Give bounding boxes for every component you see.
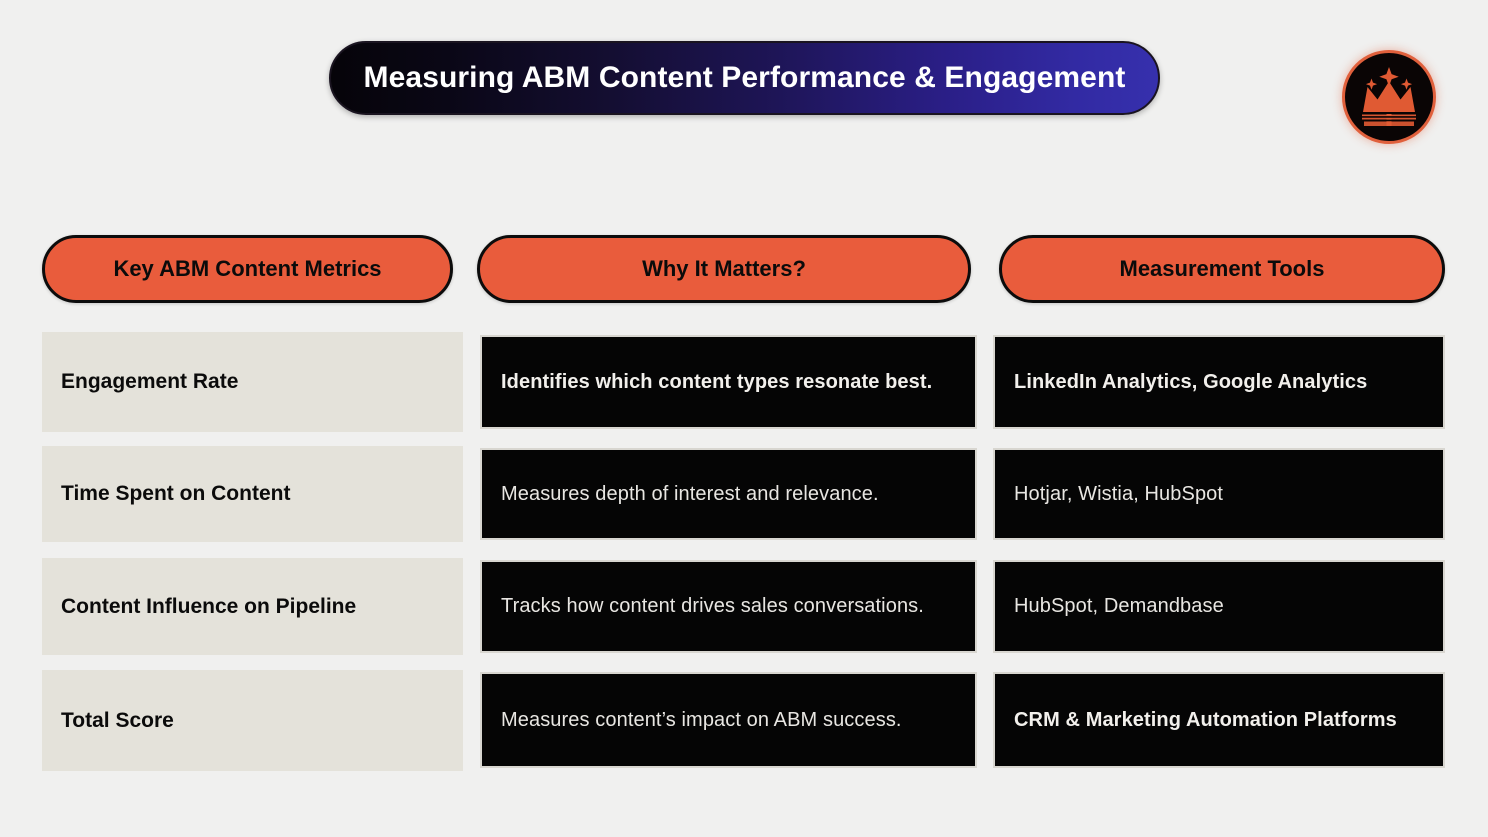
table-row-metric-cell: Total Score: [42, 670, 463, 771]
table-row-tools-cell: Hotjar, Wistia, HubSpot: [993, 448, 1445, 540]
column-header-why-it-matters: Why It Matters?: [477, 235, 971, 303]
table-row-why-cell: Identifies which content types resonate …: [480, 335, 977, 429]
tools-label: LinkedIn Analytics, Google Analytics: [1014, 370, 1368, 393]
page-title: Measuring ABM Content Performance & Enga…: [363, 61, 1126, 94]
why-label: Identifies which content types resonate …: [501, 370, 933, 393]
why-label: Tracks how content drives sales conversa…: [501, 595, 924, 617]
header: Measuring ABM Content Performance & Enga…: [0, 0, 1488, 185]
crown-logo-icon: [1342, 50, 1436, 144]
table-row-tools-cell: HubSpot, Demandbase: [993, 560, 1445, 653]
metric-label: Time Spent on Content: [61, 482, 291, 505]
column-header-key-abm-content-metrics: Key ABM Content Metrics: [42, 235, 453, 303]
metric-label: Total Score: [61, 708, 174, 732]
table-row-tools-cell: LinkedIn Analytics, Google Analytics: [993, 335, 1445, 429]
column-header-label: Key ABM Content Metrics: [113, 256, 382, 281]
metric-label: Content Influence on Pipeline: [61, 594, 357, 618]
table-row-metric-cell: Engagement Rate: [42, 332, 463, 432]
table-row-why-cell: Measures depth of interest and relevance…: [480, 448, 977, 540]
table-row-metric-cell: Content Influence on Pipeline: [42, 558, 463, 655]
table-row-metric-cell: Time Spent on Content: [42, 446, 463, 542]
tools-label: Hotjar, Wistia, HubSpot: [1014, 482, 1224, 505]
title-banner: Measuring ABM Content Performance & Enga…: [329, 41, 1160, 115]
why-label: Measures depth of interest and relevance…: [501, 482, 879, 505]
table-row-why-cell: Tracks how content drives sales conversa…: [480, 560, 977, 653]
column-header-measurement-tools: Measurement Tools: [999, 235, 1445, 303]
column-header-label: Why It Matters?: [642, 256, 806, 281]
table-row-why-cell: Measures content’s impact on ABM success…: [480, 672, 977, 768]
metric-label: Engagement Rate: [61, 370, 239, 393]
table-row-tools-cell: CRM & Marketing Automation Platforms: [993, 672, 1445, 768]
tools-label: CRM & Marketing Automation Platforms: [1014, 708, 1397, 731]
why-label: Measures content’s impact on ABM success…: [501, 708, 902, 731]
column-header-label: Measurement Tools: [1119, 256, 1325, 281]
tools-label: HubSpot, Demandbase: [1014, 595, 1224, 617]
